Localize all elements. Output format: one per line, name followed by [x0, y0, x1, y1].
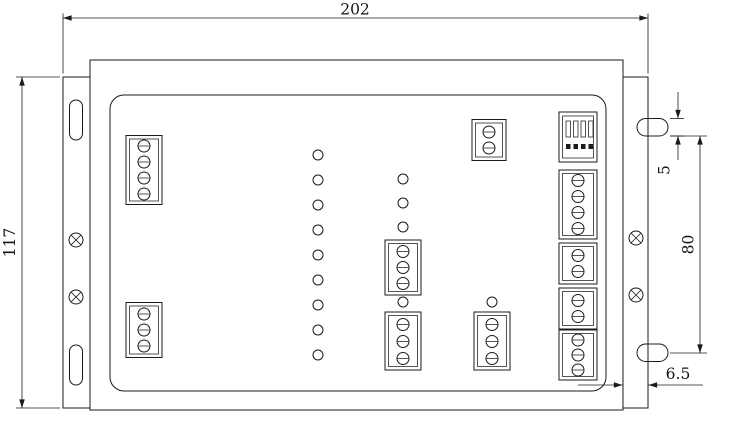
led-indicator [397, 221, 409, 233]
right-mounting-flange [622, 76, 649, 409]
dimension-slot-width: 5 [656, 92, 684, 175]
dimension-overall-height: 117 [1, 76, 60, 409]
connector-mid-right-bottom [473, 311, 511, 371]
led-indicator [312, 349, 324, 361]
dimension-flange-offset: 6.5 [578, 365, 703, 388]
led-indicator [397, 296, 409, 308]
screw-icon [68, 289, 84, 305]
screw-icon [628, 230, 644, 246]
led-indicator [312, 199, 324, 211]
led-indicator [312, 174, 324, 186]
led-column-2 [397, 173, 409, 233]
led-indicator [486, 296, 498, 308]
dimension-slot-spacing: 80 [670, 135, 707, 354]
dim-height-label: 117 [1, 228, 19, 258]
dim-slot-spacing-label: 80 [680, 235, 698, 255]
dim-slot-width-label: 5 [656, 165, 674, 175]
screw-icon [68, 232, 84, 248]
connector-top-small [471, 119, 507, 161]
connector-right-3 [558, 287, 598, 330]
left-top-mount-slot [69, 99, 83, 141]
led-indicator [312, 224, 324, 236]
led-indicator [312, 249, 324, 261]
connector-left-bottom [125, 302, 163, 358]
connector-center [384, 239, 422, 296]
right-top-mount-tab [636, 118, 669, 137]
device-outline [62, 59, 669, 411]
connector-right-2 [558, 242, 598, 285]
led-indicator [312, 324, 324, 336]
led-indicator [397, 197, 409, 209]
screw-icon [628, 287, 644, 303]
dim-width-label: 202 [340, 1, 370, 19]
right-bottom-mount-tab [636, 343, 669, 362]
dim-flange-offset-label: 6.5 [666, 365, 691, 383]
led-indicator [397, 173, 409, 185]
left-bottom-mount-slot [69, 344, 83, 386]
left-mounting-flange [62, 76, 91, 409]
led-indicator [312, 299, 324, 311]
dimension-overall-width: 202 [62, 1, 649, 74]
led-column-1 [312, 149, 324, 361]
led-indicator [312, 274, 324, 286]
connector-right-4 [558, 329, 598, 381]
connector-right-1 [558, 169, 598, 240]
connector-left-top [125, 135, 163, 205]
dip-switch [558, 111, 598, 163]
face-panel [109, 94, 607, 392]
led-indicator [312, 149, 324, 161]
connector-center-bottom [384, 311, 422, 371]
device-body [89, 59, 624, 411]
